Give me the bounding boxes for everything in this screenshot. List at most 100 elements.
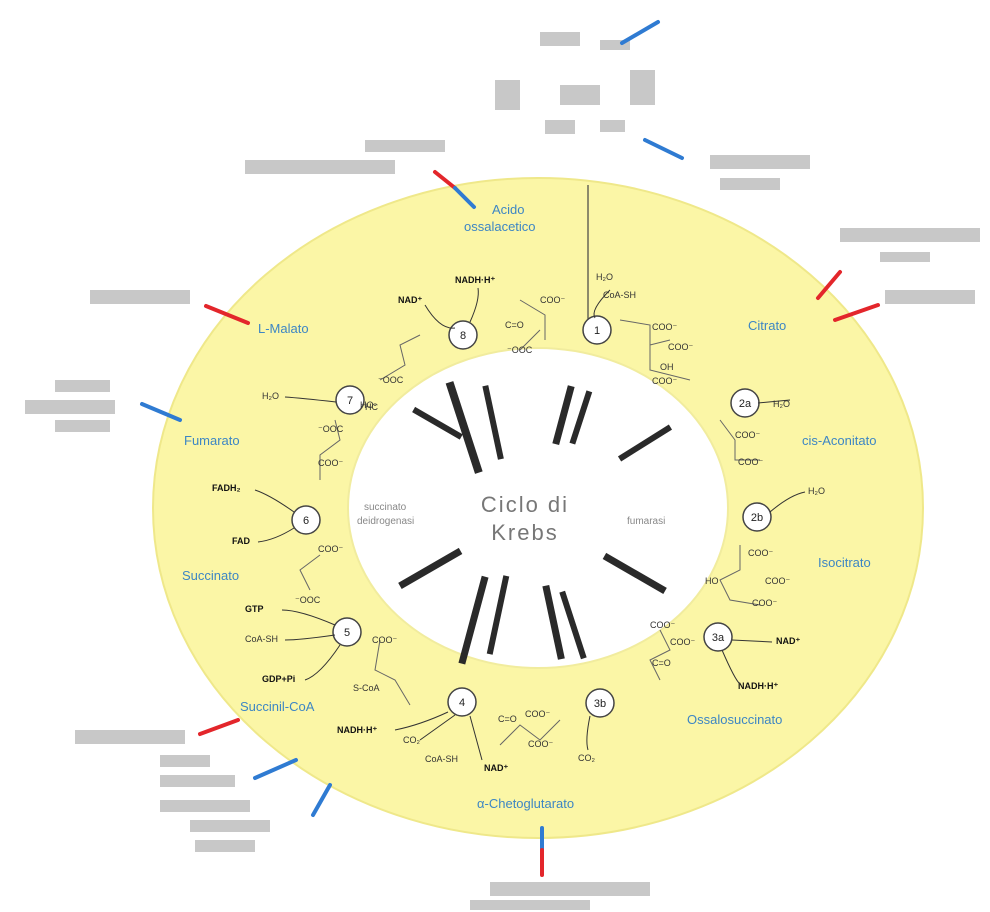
step-7-label: 7 [347, 395, 353, 407]
faint-annotations [25, 32, 980, 910]
svg-text:COO⁻: COO⁻ [372, 635, 398, 645]
step-4-circle [447, 687, 477, 717]
metabolite-alpha-ketoglutarate: α-Chetoglutarato [477, 796, 574, 811]
svg-text:C=O: C=O [505, 320, 524, 330]
red-arrow-oxaloacetate [433, 170, 457, 190]
svg-text:OH: OH [660, 362, 674, 372]
svg-text:COO⁻: COO⁻ [652, 376, 678, 386]
svg-text:⁻OOC: ⁻OOC [295, 595, 321, 605]
step-6-circle [291, 505, 321, 535]
svg-text:CO₂: CO₂ [578, 753, 596, 763]
step-numbers: 1 2a 2b 3a 3b 4 5 6 7 8 [303, 325, 763, 710]
step-1-circle [582, 315, 612, 345]
step-8-label: 8 [460, 330, 466, 342]
step-3a-circle [703, 622, 733, 652]
svg-text:C=O: C=O [652, 658, 671, 668]
flux-arrows [140, 20, 880, 877]
svg-text:COO⁻: COO⁻ [748, 548, 774, 558]
svg-text:GDP+Pi: GDP+Pi [262, 674, 295, 684]
metabolite-oxalosuccinate: Ossalosuccinato [687, 712, 782, 727]
step-4-label: 4 [459, 697, 465, 709]
svg-text:CoA-SH: CoA-SH [603, 290, 636, 300]
structure-lines [299, 299, 761, 746]
metabolite-oxaloacetate-1: Acido [492, 202, 525, 217]
svg-text:COO⁻: COO⁻ [318, 544, 344, 554]
svg-text:NAD⁺: NAD⁺ [776, 636, 800, 646]
svg-text:COO⁻: COO⁻ [528, 739, 554, 749]
svg-text:NADH·H⁺: NADH·H⁺ [455, 275, 495, 285]
svg-text:COO⁻: COO⁻ [670, 637, 696, 647]
enzyme-name-bars [398, 381, 673, 665]
svg-text:H₂O: H₂O [596, 272, 613, 282]
svg-text:CO₂: CO₂ [403, 735, 421, 745]
enzyme-left-1: succinato [364, 502, 407, 513]
svg-text:H₂O: H₂O [262, 391, 279, 401]
cycle-ring [153, 178, 924, 838]
step-2b-label: 2b [751, 512, 763, 524]
metabolite-citrate: Citrato [748, 318, 786, 333]
svg-text:HO: HO [705, 576, 719, 586]
metabolite-labels: Acido ossalacetico Citrato cis-Aconitato… [182, 202, 876, 811]
title-line-2: Krebs [491, 520, 558, 545]
svg-text:FADH₂: FADH₂ [212, 483, 241, 493]
red-arrow-succinyl [198, 718, 240, 736]
title-line-1: Ciclo di [481, 492, 569, 517]
step-circles [291, 315, 772, 718]
svg-text:S-CoA: S-CoA [353, 683, 380, 693]
svg-text:COO⁻: COO⁻ [652, 322, 678, 332]
cofactor-arrows [254, 287, 806, 761]
cofactors: NAD⁺ NADH·H⁺ H₂O CoA-SH H₂O H₂O NAD⁺ NAD… [212, 272, 825, 773]
svg-text:COO⁻: COO⁻ [735, 430, 761, 440]
svg-text:COO⁻: COO⁻ [540, 295, 566, 305]
blue-arrow-succinyl-2 [311, 783, 332, 817]
metabolite-fumarate: Fumarato [184, 433, 240, 448]
enzyme-left-2: deidrogenasi [357, 516, 414, 527]
svg-text:COO⁻: COO⁻ [318, 458, 344, 468]
svg-text:C=O: C=O [498, 714, 517, 724]
red-arrow-citrate-2 [833, 303, 880, 322]
blue-arrow-top [620, 20, 660, 45]
svg-text:H₂O: H₂O [808, 486, 825, 496]
svg-text:⁻OOC: ⁻OOC [507, 345, 533, 355]
metabolite-malate: L-Malato [258, 321, 309, 336]
step-5-circle [332, 617, 362, 647]
svg-text:NADH·H⁺: NADH·H⁺ [738, 681, 778, 691]
step-3b-circle [585, 688, 615, 718]
metabolite-cis-aconitate: cis-Aconitato [802, 433, 876, 448]
step-1-label: 1 [594, 325, 600, 337]
step-2a-label: 2a [739, 398, 752, 410]
blue-arrow-succinyl-1 [253, 758, 298, 780]
svg-text:FAD: FAD [232, 536, 251, 546]
svg-text:COO⁻: COO⁻ [650, 620, 676, 630]
svg-text:COO⁻: COO⁻ [752, 598, 778, 608]
svg-text:⁻OOC: ⁻OOC [378, 375, 404, 385]
enzyme-labels: succinato deidrogenasi fumarasi [357, 502, 665, 527]
enzyme-right: fumarasi [627, 516, 665, 527]
metabolite-isocitrate: Isocitrato [818, 555, 871, 570]
blue-arrow-oxaloacetate [453, 186, 476, 209]
svg-text:HC: HC [365, 402, 378, 412]
svg-text:NAD⁺: NAD⁺ [398, 295, 422, 305]
red-arrow-citrate-1 [816, 270, 842, 300]
svg-text:H₂O: H₂O [773, 399, 790, 409]
blue-arrow-top-right [643, 138, 684, 160]
metabolite-succinate: Succinato [182, 568, 239, 583]
svg-text:NAD⁺: NAD⁺ [484, 763, 508, 773]
ring-outer-edge [152, 177, 924, 839]
blue-arrow-fumarate [140, 402, 182, 422]
svg-text:COO⁻: COO⁻ [738, 457, 764, 467]
svg-text:NADH·H⁺: NADH·H⁺ [337, 725, 377, 735]
step-8-circle [448, 320, 478, 350]
metabolite-oxaloacetate-2: ossalacetico [464, 219, 536, 234]
step-6-label: 6 [303, 515, 309, 527]
step-7-circle [335, 385, 365, 415]
svg-text:HO-: HO- [360, 400, 377, 410]
red-arrow-malate [204, 304, 250, 325]
metabolite-succinyl-coa: Succinil-CoA [240, 699, 315, 714]
chemical-groups: COO⁻ C=O ⁻OOC COO⁻ COO⁻ OH COO⁻ COO⁻ COO… [295, 295, 791, 749]
step-5-label: 5 [344, 627, 350, 639]
svg-text:⁻OOC: ⁻OOC [318, 424, 344, 434]
svg-text:CoA-SH: CoA-SH [245, 634, 278, 644]
step-2b-circle [742, 502, 772, 532]
